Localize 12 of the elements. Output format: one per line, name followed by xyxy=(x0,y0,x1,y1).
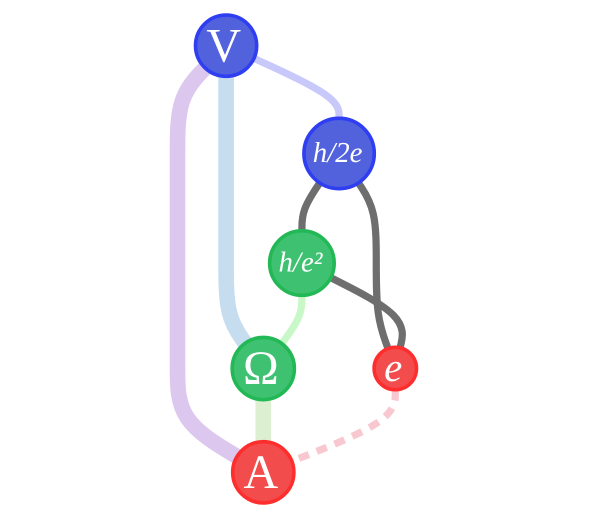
node-circle: Ω xyxy=(230,336,296,402)
node-circle: e xyxy=(372,346,418,392)
node-circle: A xyxy=(230,440,296,505)
connector xyxy=(170,62,242,464)
connector xyxy=(278,295,306,346)
connector xyxy=(329,274,406,349)
node-circle: V xyxy=(194,13,258,78)
node-circle: h/2e xyxy=(302,116,376,191)
node-circle: h/e² xyxy=(268,229,336,298)
connector xyxy=(355,180,392,350)
connector xyxy=(252,55,343,118)
connector xyxy=(298,180,323,231)
